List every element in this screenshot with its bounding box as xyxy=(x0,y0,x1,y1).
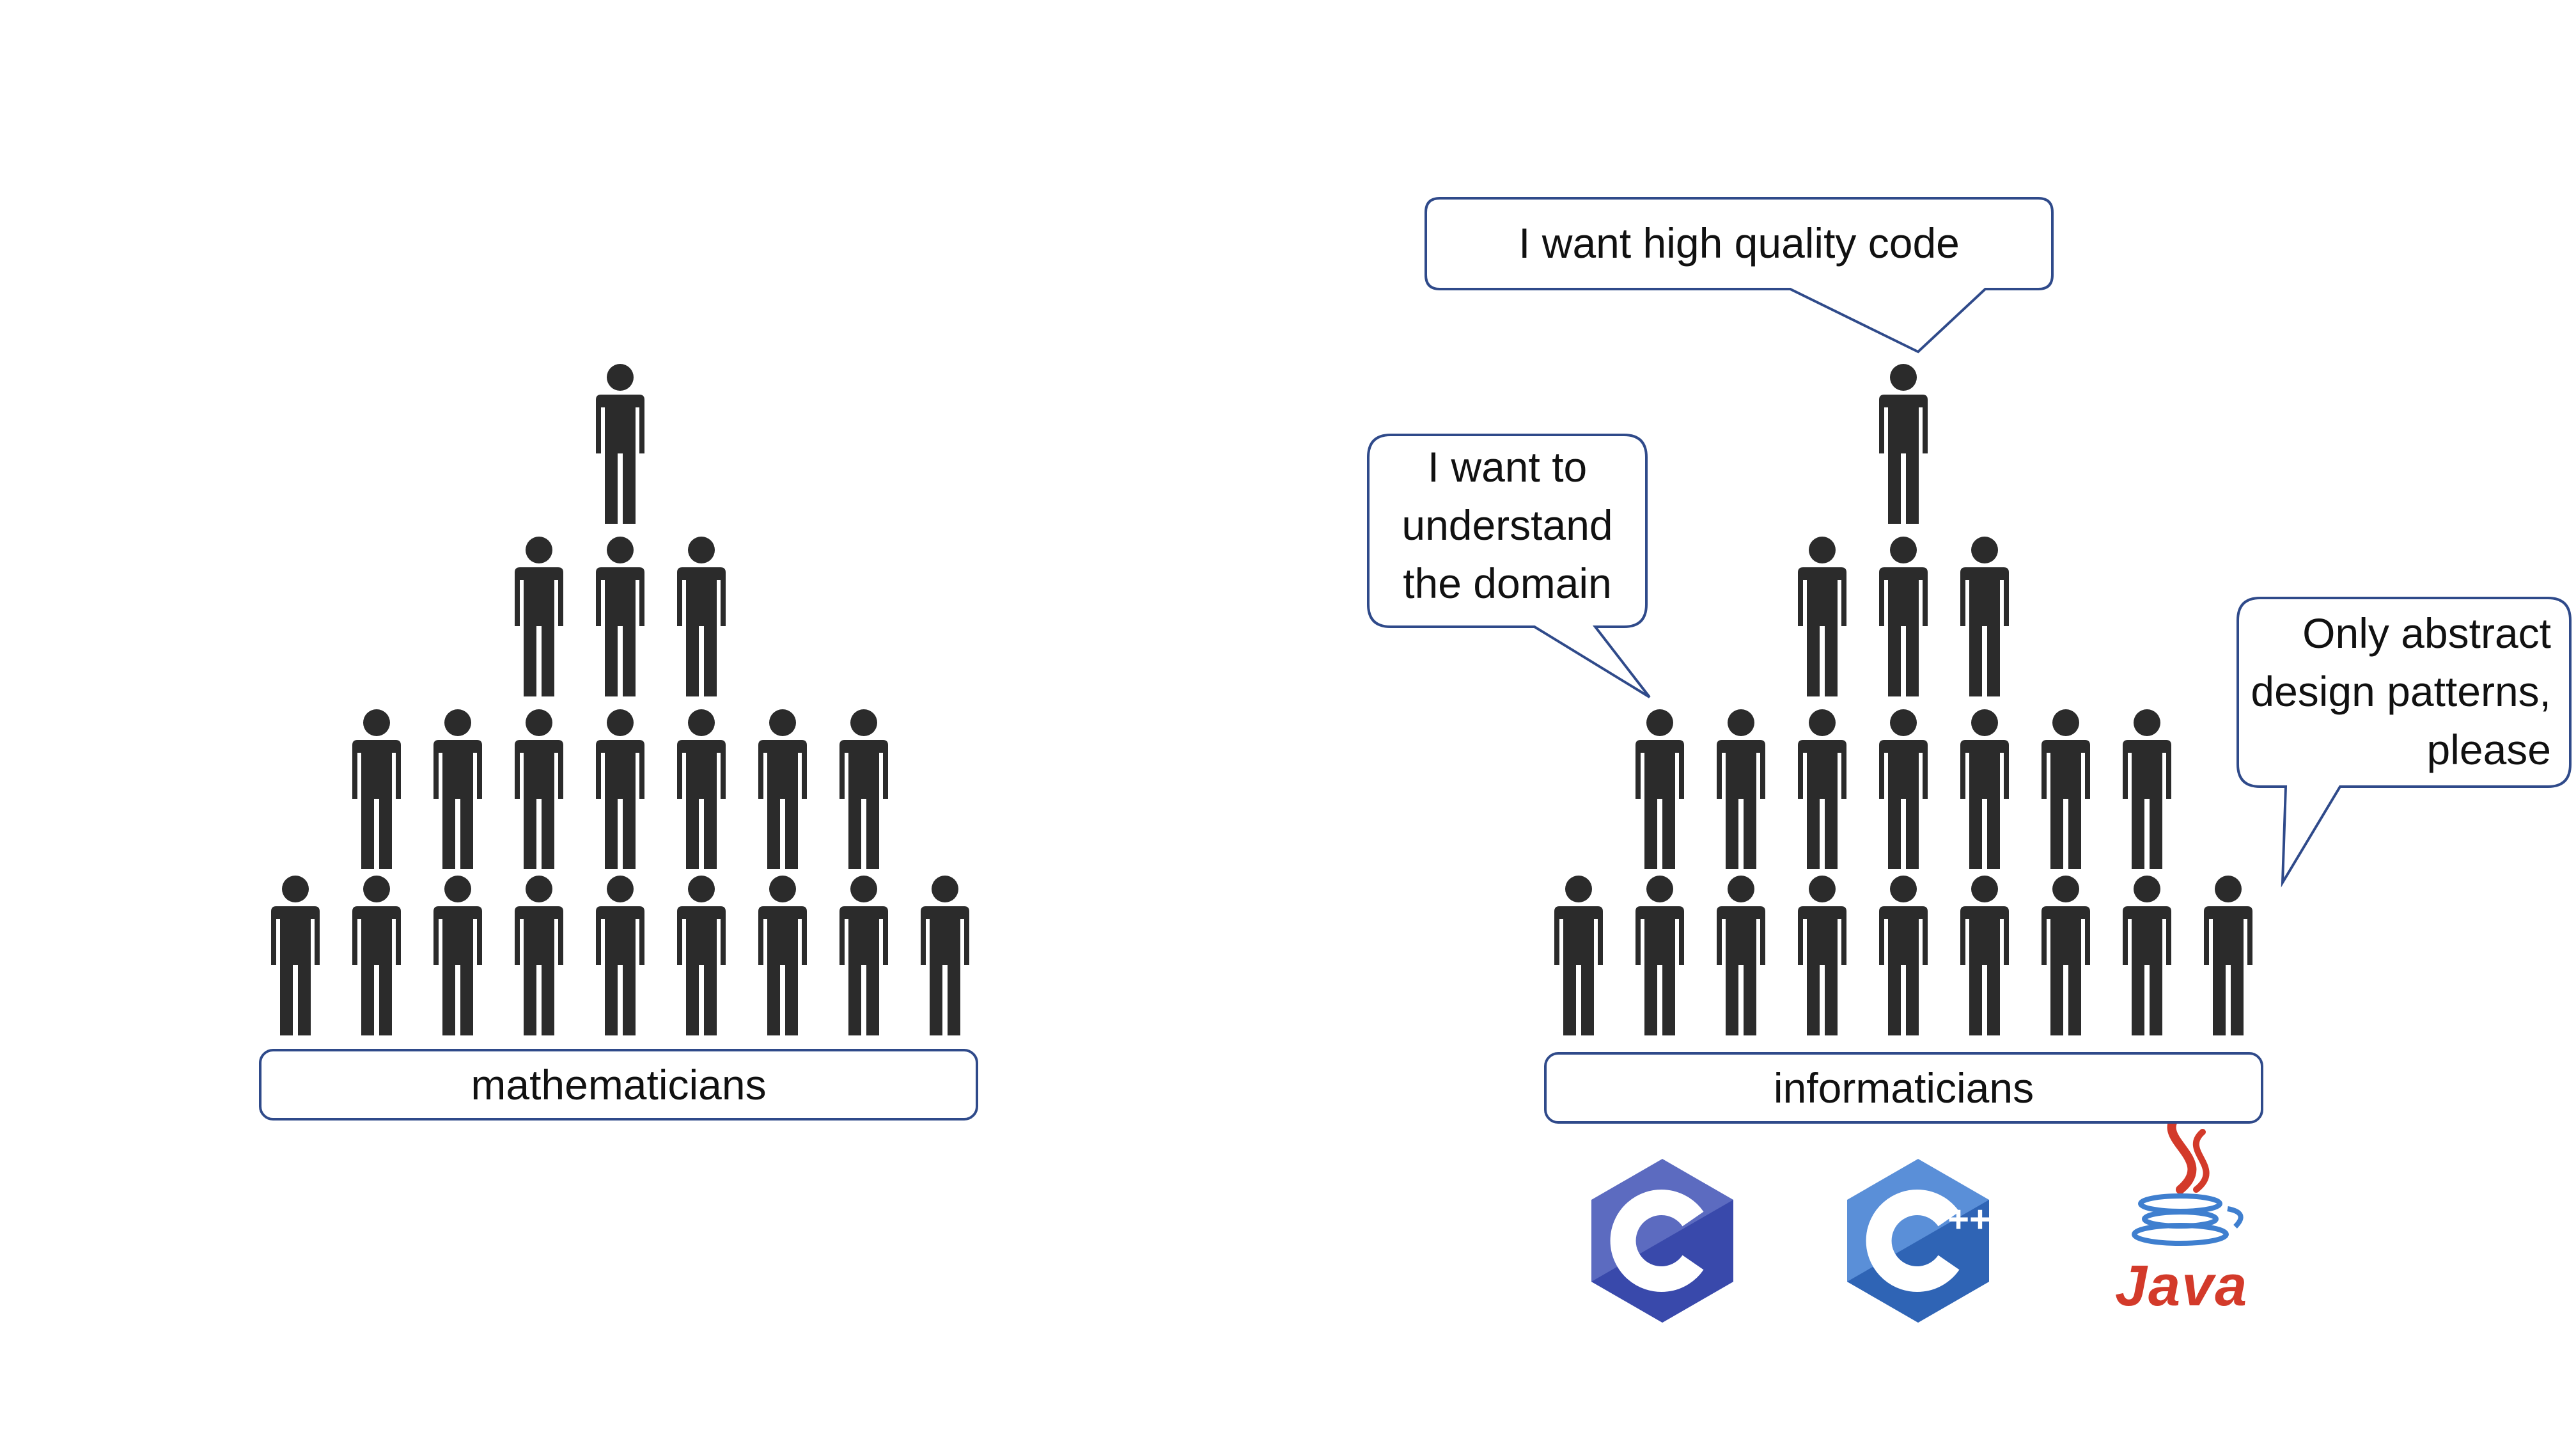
mathematician-person-r4-7 xyxy=(758,876,807,1035)
speech-text-right-line-1: Only abstract xyxy=(2302,609,2551,657)
informatician-person-r2-2 xyxy=(1879,537,1928,696)
speech-text-left: I want to understand the domain xyxy=(1368,438,1646,613)
informatician-person-r4-7 xyxy=(2041,876,2090,1035)
informatician-person-r4-6 xyxy=(1960,876,2009,1035)
mathematician-person-r3-6 xyxy=(758,709,807,869)
informatician-person-r4-4 xyxy=(1798,876,1846,1035)
informatician-person-r4-1 xyxy=(1554,876,1603,1035)
mathematician-person-r3-3 xyxy=(515,709,563,869)
mathematician-person-r4-5 xyxy=(596,876,644,1035)
informatician-person-r4-9 xyxy=(2204,876,2252,1035)
mathematician-person-r3-7 xyxy=(839,709,888,869)
mathematician-person-r4-3 xyxy=(433,876,482,1035)
mathematician-person-r3-4 xyxy=(596,709,644,869)
mathematician-person-r2-1 xyxy=(515,537,563,696)
people-pyramid-informaticians xyxy=(1554,364,2252,1035)
speech-text-right-line-2: design patterns, xyxy=(2251,668,2551,715)
speech-text-top: I want high quality code xyxy=(1518,219,1960,267)
people-pyramid-mathematicians xyxy=(271,364,969,1035)
informatician-person-r3-6 xyxy=(2041,709,2090,869)
informatician-person-r3-2 xyxy=(1717,709,1765,869)
informatician-person-r3-4 xyxy=(1879,709,1928,869)
mathematicians-label: mathematicians xyxy=(259,1049,978,1121)
informatician-person-r3-3 xyxy=(1798,709,1846,869)
informatician-person-r4-5 xyxy=(1879,876,1928,1035)
informatician-person-r4-8 xyxy=(2123,876,2171,1035)
speech-text-right-line-3: please xyxy=(2426,726,2552,773)
mathematician-person-r4-6 xyxy=(677,876,726,1035)
informatician-person-r3-1 xyxy=(1635,709,1684,869)
c-language-logo xyxy=(1591,1159,1733,1323)
informatician-person-r4-2 xyxy=(1635,876,1684,1035)
mathematician-person-r3-1 xyxy=(352,709,401,869)
mathematician-person-r3-5 xyxy=(677,709,726,869)
speech-bubble-top xyxy=(1425,197,2054,354)
mathematician-person-r4-2 xyxy=(352,876,401,1035)
informatician-person-r2-3 xyxy=(1960,537,2009,696)
speech-text-left-line-1: I want to xyxy=(1427,443,1588,491)
speech-bubble-left xyxy=(1367,434,1651,698)
informatician-person-r3-7 xyxy=(2123,709,2171,869)
informatician-person-r4-3 xyxy=(1717,876,1765,1035)
informatician-person-r3-5 xyxy=(1960,709,2009,869)
java-logo xyxy=(2132,1108,2244,1246)
cplusplus-plus-text: ++ xyxy=(1948,1199,1991,1240)
informatician-person-r2-1 xyxy=(1798,537,1846,696)
cplusplus-logo: ++ xyxy=(1847,1159,1991,1323)
java-logo-text: Java xyxy=(2115,1254,2249,1318)
informaticians-label: informaticians xyxy=(1544,1052,2263,1124)
mathematician-person-r2-3 xyxy=(677,537,726,696)
speech-text-left-line-2: understand xyxy=(1401,501,1613,549)
mathematician-person-r1-1 xyxy=(596,364,644,524)
speech-bubble-right xyxy=(2236,597,2572,888)
mathematician-person-r4-9 xyxy=(921,876,969,1035)
mathematician-person-r2-2 xyxy=(596,537,644,696)
mathematician-person-r4-4 xyxy=(515,876,563,1035)
mathematician-person-r4-1 xyxy=(271,876,320,1035)
informatician-person-r1-1 xyxy=(1879,364,1928,524)
mathematician-person-r3-2 xyxy=(433,709,482,869)
speech-text-left-line-3: the domain xyxy=(1403,560,1612,607)
speech-text-right: Only abstract design patterns, please xyxy=(2238,604,2551,779)
mathematician-person-r4-8 xyxy=(839,876,888,1035)
